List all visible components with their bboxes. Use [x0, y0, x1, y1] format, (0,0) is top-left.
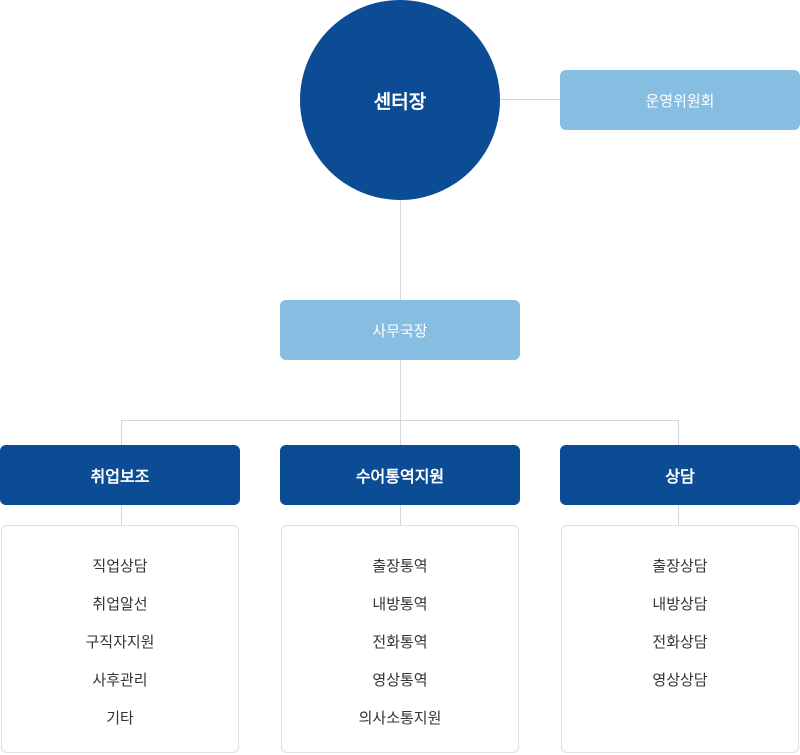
list-item: 의사소통지원 — [358, 709, 442, 727]
dept-employment-support-tasks: 직업상담 취업알선 구직자지원 사후관리 기타 — [1, 525, 239, 753]
list-item: 출장상담 — [652, 557, 708, 575]
committee-node: 운영위원회 — [560, 70, 800, 130]
dept-label: 수어통역지원 — [355, 467, 445, 486]
secretary-node: 사무국장 — [280, 300, 520, 360]
connector-dept-1-list — [121, 505, 122, 525]
connector-to-dept-2 — [400, 420, 401, 445]
list-item: 구직자지원 — [85, 633, 155, 651]
connector-head-committee — [500, 99, 560, 100]
secretary-label: 사무국장 — [372, 321, 428, 340]
list-item: 내방상담 — [652, 595, 708, 613]
dept-counseling: 상담 — [560, 445, 800, 505]
list-item: 내방통역 — [372, 595, 428, 613]
head-node: 센터장 — [300, 0, 500, 200]
list-item: 사후관리 — [92, 671, 148, 689]
dept-label: 취업보조 — [90, 467, 150, 486]
committee-label: 운영위원회 — [645, 91, 715, 110]
list-item: 취업알선 — [92, 595, 148, 613]
list-item: 출장통역 — [372, 557, 428, 575]
dept-employment-support: 취업보조 — [0, 445, 240, 505]
connector-to-dept-3 — [678, 420, 679, 445]
connector-head-secretary — [400, 200, 401, 300]
dept-sign-language: 수어통역지원 — [280, 445, 520, 505]
dept-label: 상담 — [665, 467, 695, 486]
connector-secretary-branch — [400, 360, 401, 420]
list-item: 영상통역 — [372, 671, 428, 689]
list-item: 전화통역 — [372, 633, 428, 651]
list-item: 전화상담 — [652, 633, 708, 651]
dept-counseling-tasks: 출장상담 내방상담 전화상담 영상상담 — [561, 525, 799, 753]
list-item: 기타 — [106, 709, 134, 727]
list-item: 영상상담 — [652, 671, 708, 689]
list-item: 직업상담 — [92, 557, 148, 575]
connector-to-dept-1 — [121, 420, 122, 445]
connector-dept-2-list — [400, 505, 401, 525]
connector-dept-3-list — [678, 505, 679, 525]
dept-sign-language-tasks: 출장통역 내방통역 전화통역 영상통역 의사소통지원 — [281, 525, 519, 753]
head-label: 센터장 — [373, 90, 427, 113]
